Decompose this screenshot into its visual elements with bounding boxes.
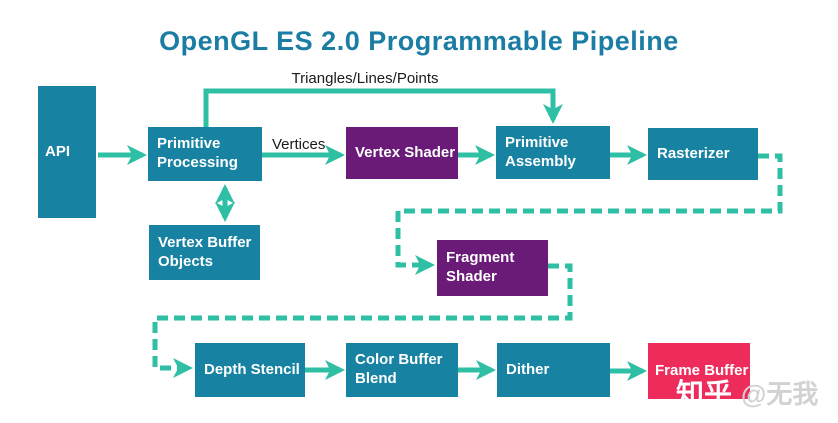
node-rasterizer-label: Rasterizer bbox=[657, 144, 730, 162]
edge-fragment-shader-to-depth-stencil-dashed bbox=[152, 263, 573, 378]
node-depth-stencil-label: Depth Stencil bbox=[204, 360, 300, 378]
node-fragment-shader: Fragment Shader bbox=[437, 240, 548, 296]
edge-triangles-lines-points bbox=[203, 88, 563, 127]
node-primitive-processing: Primitive Processing bbox=[148, 127, 262, 181]
node-dither: Dither bbox=[497, 343, 610, 397]
node-dither-label: Dither bbox=[506, 360, 550, 378]
node-color-buffer-blend: Color Buffer Blend bbox=[346, 343, 458, 397]
node-vertex-buffer-objects: Vertex Buffer Objects bbox=[149, 225, 260, 280]
node-color-buffer-blend-label: Color Buffer Blend bbox=[355, 351, 443, 387]
watermark-author: @无我 bbox=[741, 379, 819, 409]
edge-label-vertices: Vertices bbox=[272, 136, 326, 153]
node-api: API bbox=[38, 86, 96, 218]
edge-label-triangles-lines-points: Triangles/Lines/Points bbox=[291, 70, 439, 87]
node-fragment-shader-label: Fragment Shader bbox=[446, 249, 515, 285]
edge-rasterizer-to-fragment-shader-dashed bbox=[395, 153, 783, 275]
node-vertex-shader-label: Vertex Shader bbox=[355, 143, 456, 161]
watermark: 知乎 @无我 bbox=[676, 372, 818, 412]
page-title: OpenGL ES 2.0 Programmable Pipeline bbox=[159, 26, 679, 56]
node-primitive-assembly: Primitive Assembly bbox=[496, 126, 610, 179]
watermark-brand: 知乎 bbox=[676, 378, 733, 409]
node-depth-stencil: Depth Stencil bbox=[195, 343, 305, 397]
node-primitive-processing-label: Primitive Processing bbox=[157, 135, 238, 171]
node-api-label: API bbox=[45, 142, 71, 160]
node-vertex-shader: Vertex Shader bbox=[346, 127, 458, 179]
node-frame-buffer-label: Frame Buffer bbox=[655, 361, 749, 379]
node-rasterizer: Rasterizer bbox=[648, 128, 758, 180]
node-frame-buffer: Frame Buffer bbox=[648, 343, 750, 399]
node-vertex-buffer-objects-label: Vertex Buffer Objects bbox=[158, 233, 252, 270]
node-primitive-assembly-label: Primitive Assembly bbox=[505, 133, 576, 170]
